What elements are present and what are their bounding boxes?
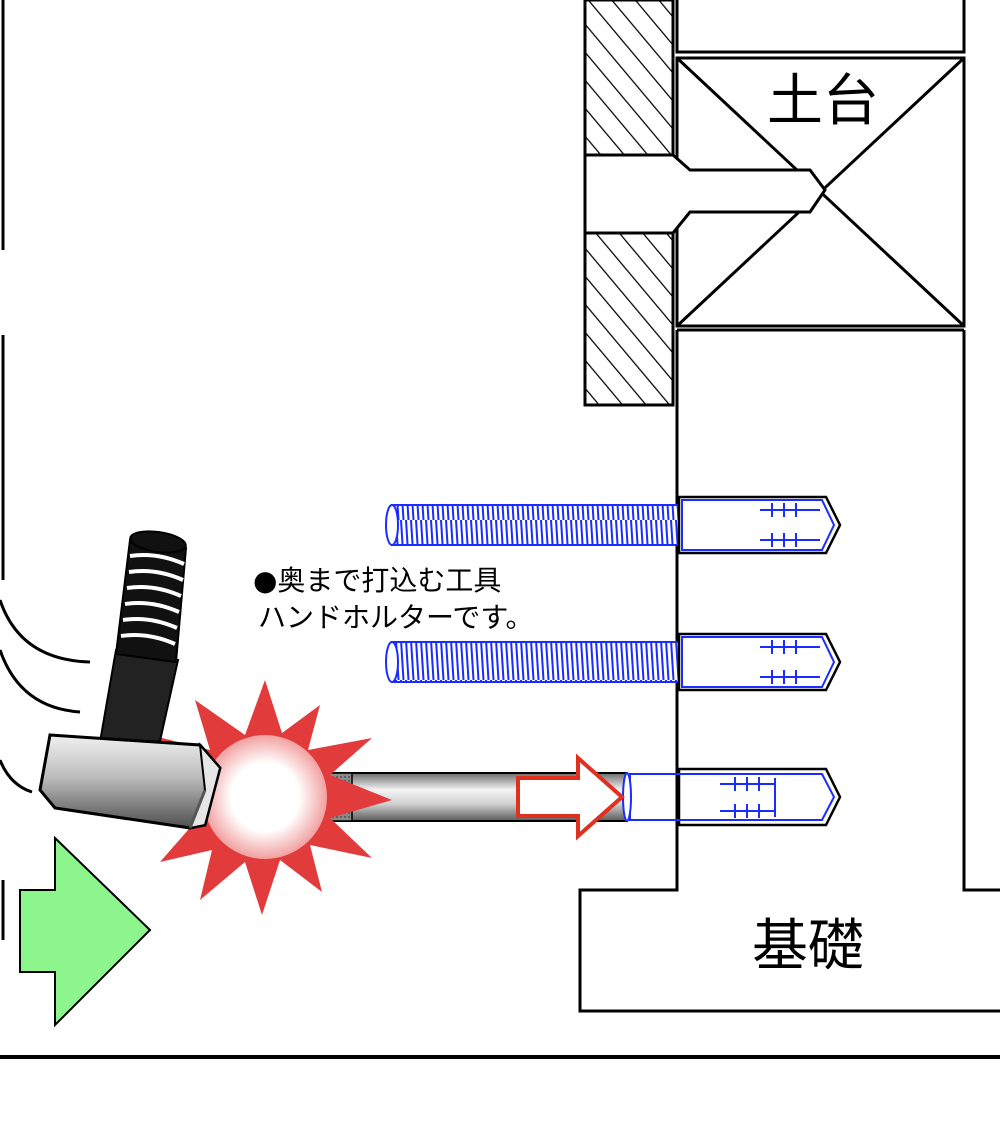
foundation-label: 基礎 (752, 914, 864, 979)
sill-anchor-bolt (583, 153, 827, 235)
impact-burst-icon (140, 680, 392, 915)
post-outline (675, 0, 966, 54)
anchor-sleeve-3 (629, 767, 842, 827)
direction-arrow-icon (19, 835, 152, 1028)
anchor-bolt-2 (385, 632, 842, 692)
caption-line-2: ハンドホルターです。 (258, 601, 534, 634)
wall-siding (583, 0, 675, 407)
motion-lines (0, 599, 91, 794)
anchor-bolt-1 (385, 495, 842, 555)
sill-label: 土台 (767, 69, 879, 134)
push-arrow-icon (516, 753, 626, 841)
foundation-outline (578, 330, 1000, 1013)
hammer-icon (38, 530, 222, 830)
caption-line-1: ●奥まで打込む工具 (253, 564, 501, 597)
